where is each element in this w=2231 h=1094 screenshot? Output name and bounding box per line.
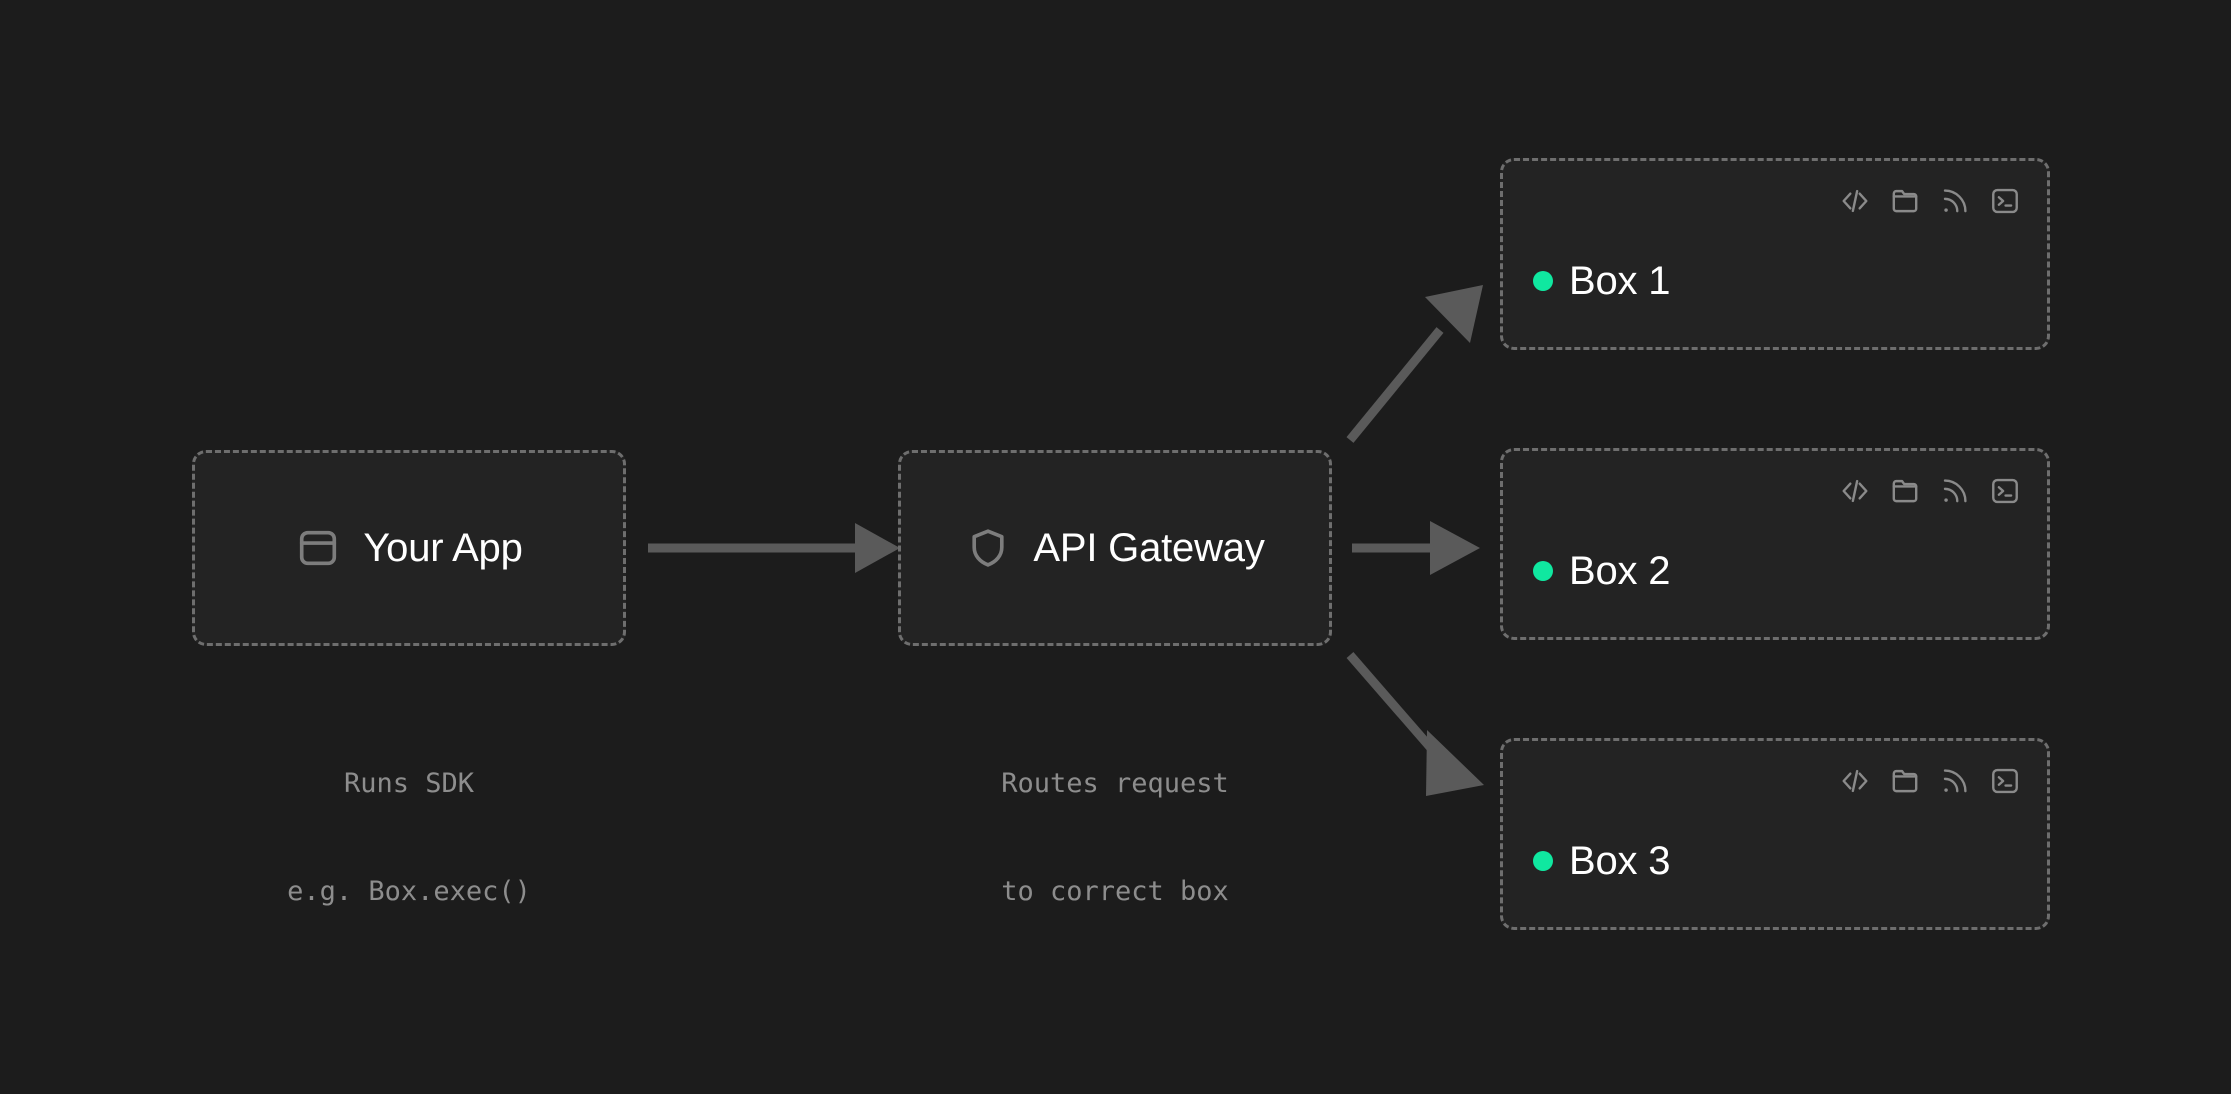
code-icon[interactable] [1839, 185, 1871, 217]
node-box-1[interactable]: Box 1 [1500, 158, 2050, 350]
terminal-icon[interactable] [1989, 185, 2021, 217]
node-your-app-label: Your App [363, 526, 523, 570]
arrow-gateway-to-box-3 [1346, 652, 1484, 796]
caption-your-app-line-2: e.g. Box.exec() [287, 875, 531, 907]
box-1-title-row: Box 1 [1533, 261, 1670, 301]
code-icon[interactable] [1839, 765, 1871, 797]
node-box-3[interactable]: Box 3 [1500, 738, 2050, 930]
box-3-status-dot [1533, 851, 1553, 871]
caption-your-app: Runs SDK e.g. Box.exec() [192, 694, 626, 981]
node-api-gateway-label: API Gateway [1033, 526, 1265, 570]
box-1-icon-row [1839, 185, 2021, 217]
terminal-icon[interactable] [1989, 765, 2021, 797]
caption-your-app-line-1: Runs SDK [343, 767, 475, 799]
caption-api-gateway-line-2: to correct box [1001, 875, 1229, 907]
box-3-icon-row [1839, 765, 2021, 797]
box-3-title-row: Box 3 [1533, 841, 1670, 881]
folder-icon[interactable] [1889, 475, 1921, 507]
box-2-label: Box 2 [1569, 549, 1671, 593]
wifi-icon[interactable] [1939, 185, 1971, 217]
code-icon[interactable] [1839, 475, 1871, 507]
node-your-app[interactable]: Your App [192, 450, 626, 646]
node-api-gateway[interactable]: API Gateway [898, 450, 1332, 646]
caption-api-gateway-line-1: Routes request [1001, 767, 1229, 799]
folder-icon[interactable] [1889, 185, 1921, 217]
arrow-gateway-to-box-1 [1346, 285, 1483, 443]
terminal-icon[interactable] [1989, 475, 2021, 507]
shield-icon [972, 529, 1004, 567]
box-2-title-row: Box 2 [1533, 551, 1670, 591]
wifi-icon[interactable] [1939, 475, 1971, 507]
caption-api-gateway: Routes request to correct box [898, 694, 1332, 981]
arrow-app-to-gateway [648, 523, 900, 573]
box-2-icon-row [1839, 475, 2021, 507]
arrow-gateway-to-box-2 [1352, 521, 1480, 575]
folder-icon[interactable] [1889, 765, 1921, 797]
box-1-status-dot [1533, 271, 1553, 291]
wifi-icon[interactable] [1939, 765, 1971, 797]
panel-icon [300, 530, 337, 566]
box-1-label: Box 1 [1569, 259, 1671, 303]
node-box-2[interactable]: Box 2 [1500, 448, 2050, 640]
box-3-label: Box 3 [1569, 839, 1671, 883]
box-2-status-dot [1533, 561, 1553, 581]
